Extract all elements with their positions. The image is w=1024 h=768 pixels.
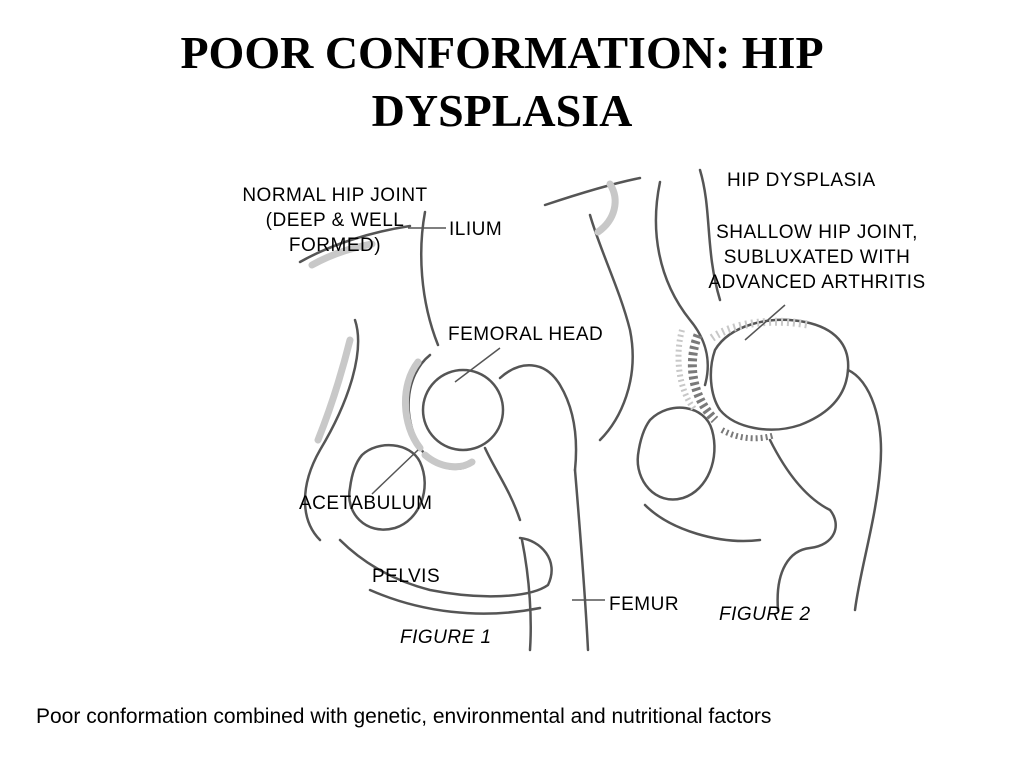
label-ilium: ILIUM	[449, 219, 502, 240]
slide-title: POOR CONFORMATION: HIP DYSPLASIA	[112, 24, 892, 140]
acetabulum-leader	[371, 449, 419, 495]
label-shallow-line2: SUBLUXATED WITH	[724, 247, 911, 268]
title-line-1: POOR CONFORMATION: HIP	[180, 27, 824, 78]
pelvis-inner-outline	[368, 588, 542, 615]
femoral-head-leader	[454, 347, 501, 383]
fig2-femur-right	[846, 368, 883, 612]
femur-shaft-right	[573, 468, 590, 652]
figure2-arthritis-shading	[675, 317, 811, 442]
label-shallow-line3: ADVANCED ARTHRITIS	[708, 272, 925, 293]
diagram-labels: NORMAL HIP JOINT (DEEP & WELL FORMED) IL…	[242, 170, 925, 648]
label-figure-1: FIGURE 1	[400, 627, 492, 648]
arthritis-leader	[744, 304, 786, 341]
figure1-illustration	[298, 176, 642, 652]
femur-shaft-left	[520, 538, 532, 652]
ilium-right-curve	[588, 213, 634, 442]
fig2-ilium-left	[654, 180, 709, 387]
acetabulum-outline	[407, 353, 472, 471]
label-femur: FEMUR	[609, 594, 679, 615]
ilium-wing-outline	[420, 210, 440, 347]
pelvis-left-outline	[303, 318, 360, 542]
figure2-illustration	[636, 168, 883, 612]
femur-neck-bottom	[483, 446, 522, 522]
label-acetabulum: ACETABULUM	[299, 493, 432, 514]
pelvis-bottom-outline	[338, 536, 553, 598]
fig2-pelvis-lower	[643, 503, 762, 543]
fig2-obturator-foramen	[636, 406, 716, 501]
label-hip-dysplasia: HIP DYSPLASIA	[727, 170, 876, 191]
femoral-head-outline	[421, 368, 505, 452]
obturator-foramen	[347, 443, 426, 531]
fig2-ilium-right	[698, 168, 722, 302]
label-figure-2: FIGURE 2	[719, 604, 811, 625]
title-line-2: DYSPLASIA	[371, 85, 633, 136]
label-normal-hip-line1: NORMAL HIP JOINT	[242, 185, 427, 206]
label-shallow-line1: SHALLOW HIP JOINT,	[716, 222, 918, 243]
fig2-femur-left	[768, 438, 837, 612]
label-femoral-head: FEMORAL HEAD	[448, 324, 603, 345]
label-normal-hip-line3: FORMED)	[289, 235, 381, 256]
ilium-left-outline	[298, 224, 412, 264]
femur-neck-top	[498, 364, 578, 472]
fig2-femoral-head	[709, 318, 850, 431]
ilium-wing-top	[543, 176, 642, 207]
figure1-shading	[308, 180, 619, 471]
slide-caption: Poor conformation combined with genetic,…	[36, 705, 772, 728]
leader-lines	[371, 227, 786, 601]
label-normal-hip-line2: (DEEP & WELL	[266, 210, 405, 231]
label-pelvis: PELVIS	[372, 566, 440, 587]
